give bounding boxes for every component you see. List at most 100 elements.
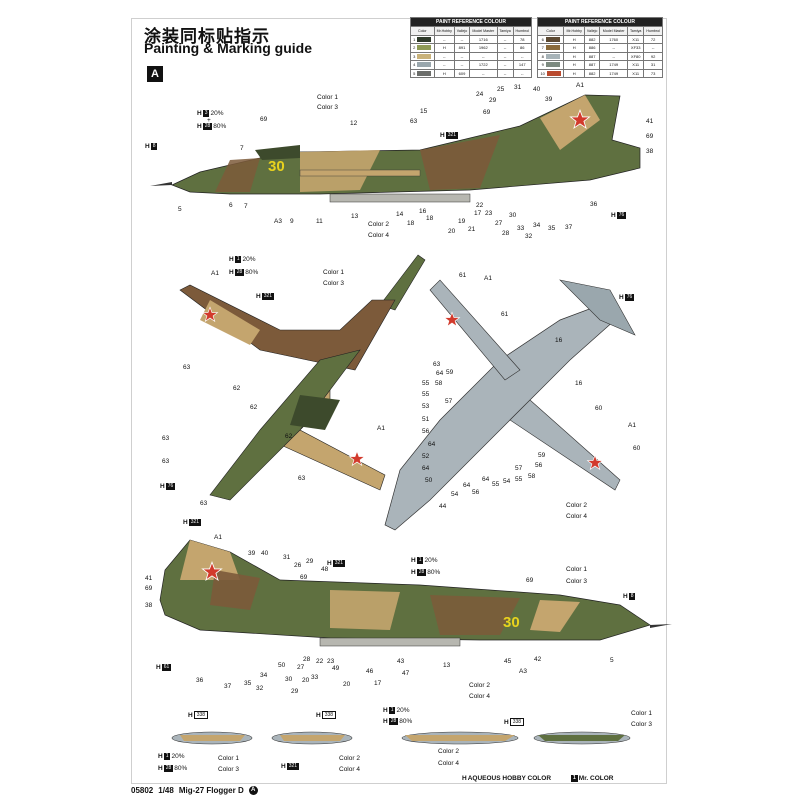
code-prefix: H bbox=[158, 765, 163, 772]
callout: 22 bbox=[316, 658, 324, 665]
callout: 60 bbox=[633, 445, 641, 452]
callout: A1 bbox=[377, 425, 385, 432]
code-number: 1 bbox=[234, 256, 242, 263]
code-number: 3 bbox=[202, 110, 210, 117]
color3-label: Color 3 bbox=[631, 721, 652, 728]
callout: 63 bbox=[183, 364, 191, 371]
code-number: 1 bbox=[388, 707, 396, 714]
code-number: 8 bbox=[628, 593, 636, 600]
code-number: 321 bbox=[332, 560, 346, 567]
paint-cell: H bbox=[433, 68, 456, 78]
paint-cell: 73 bbox=[643, 68, 663, 78]
mix-percent: 20% bbox=[242, 256, 256, 263]
paint-table-title: PAINT REFERENCE COLOUR bbox=[410, 17, 532, 27]
callout: 5 bbox=[178, 206, 182, 213]
callout: 47 bbox=[402, 670, 410, 677]
callout: 56 bbox=[422, 428, 430, 435]
callout: 18 bbox=[407, 220, 415, 227]
callout: A1 bbox=[214, 534, 222, 541]
code-prefix: H bbox=[281, 763, 286, 770]
callout: 24 bbox=[476, 91, 484, 98]
paint-number: 5 bbox=[413, 70, 416, 76]
callout: 20 bbox=[448, 228, 456, 235]
callout: 63 bbox=[162, 435, 170, 442]
color3-label: Color 3 bbox=[323, 280, 344, 287]
paint-swatch bbox=[545, 36, 560, 42]
callout: 64 bbox=[463, 482, 471, 489]
callout: 14 bbox=[396, 211, 404, 218]
code-number: 338 bbox=[193, 711, 209, 719]
code-number: 1 bbox=[416, 557, 424, 564]
code-number: 76 bbox=[624, 294, 635, 301]
callout: 39 bbox=[545, 96, 553, 103]
code-prefix: H bbox=[188, 711, 193, 719]
callout: A3 bbox=[519, 668, 527, 675]
code-number: 28 bbox=[416, 569, 427, 576]
callout: 69 bbox=[526, 577, 534, 584]
callout: 55 bbox=[422, 380, 430, 387]
color4-label: Color 4 bbox=[566, 513, 587, 520]
color4-label: Color 4 bbox=[438, 760, 459, 767]
paint-swatch bbox=[417, 62, 432, 68]
callout: 22 bbox=[476, 202, 484, 209]
code-number: 28 bbox=[202, 123, 213, 130]
code-prefix: H bbox=[623, 593, 628, 600]
code-prefix: H bbox=[611, 212, 616, 219]
color1-label: Color 1 bbox=[317, 94, 338, 101]
callout: 63 bbox=[162, 458, 170, 465]
callout: 28 bbox=[502, 230, 510, 237]
paint-table-right: PAINT REFERENCE COLOUR Color Mr.Hobby Va… bbox=[536, 17, 663, 78]
callout: 58 bbox=[435, 380, 443, 387]
callout: 44 bbox=[439, 503, 447, 510]
paint-swatch bbox=[417, 36, 432, 42]
code-prefix: H bbox=[383, 707, 388, 714]
code-prefix: H bbox=[156, 664, 161, 671]
callout: 17 bbox=[374, 680, 382, 687]
top-view-camo bbox=[179, 254, 426, 501]
callout: 19 bbox=[458, 218, 466, 225]
kit-model: Mig-27 Flogger D bbox=[178, 786, 244, 795]
paint-number: 4 bbox=[413, 62, 416, 68]
callout: 36 bbox=[590, 201, 598, 208]
paint-swatch bbox=[417, 45, 432, 51]
callout: 32 bbox=[256, 685, 264, 692]
code-prefix: H bbox=[619, 294, 624, 301]
callout: 69 bbox=[260, 116, 268, 123]
code-number: 76 bbox=[616, 212, 627, 219]
callout: 18 bbox=[426, 215, 434, 222]
bottom-view-grey bbox=[384, 279, 636, 531]
callout: A1 bbox=[576, 82, 584, 89]
callout: 32 bbox=[525, 233, 533, 240]
color2-label: Color 2 bbox=[339, 755, 360, 762]
mix-percent: 20% bbox=[210, 110, 224, 117]
color3-label: Color 3 bbox=[317, 104, 338, 111]
paint-number: 6 bbox=[541, 36, 544, 42]
color3-label: Color 3 bbox=[218, 766, 239, 773]
callout: A1 bbox=[211, 270, 219, 277]
code-number: 321 bbox=[188, 519, 202, 526]
code-number: 321 bbox=[261, 293, 275, 300]
aircraft-number-bottom: 30 bbox=[503, 614, 520, 631]
paint-cell: 609 bbox=[453, 68, 471, 78]
callout: 62 bbox=[250, 404, 258, 411]
callout: 41 bbox=[145, 575, 153, 582]
paint-table-left: PAINT REFERENCE COLOUR Color Mr.Hobby Va… bbox=[410, 17, 533, 78]
callout: 20 bbox=[302, 677, 310, 684]
callout: 54 bbox=[451, 491, 459, 498]
aqueous-text: AQUEOUS HOBBY COLOR bbox=[467, 775, 552, 782]
color2-label: Color 2 bbox=[438, 748, 459, 755]
callout: 11 bbox=[316, 218, 323, 225]
callout: 62 bbox=[233, 385, 241, 392]
code-prefix: H bbox=[316, 711, 321, 719]
callout: 50 bbox=[425, 477, 433, 484]
paint-cell: 882 bbox=[584, 68, 601, 78]
mix-percent: 20% bbox=[396, 707, 410, 714]
callout: 62 bbox=[285, 433, 293, 440]
callout: 31 bbox=[283, 554, 291, 561]
